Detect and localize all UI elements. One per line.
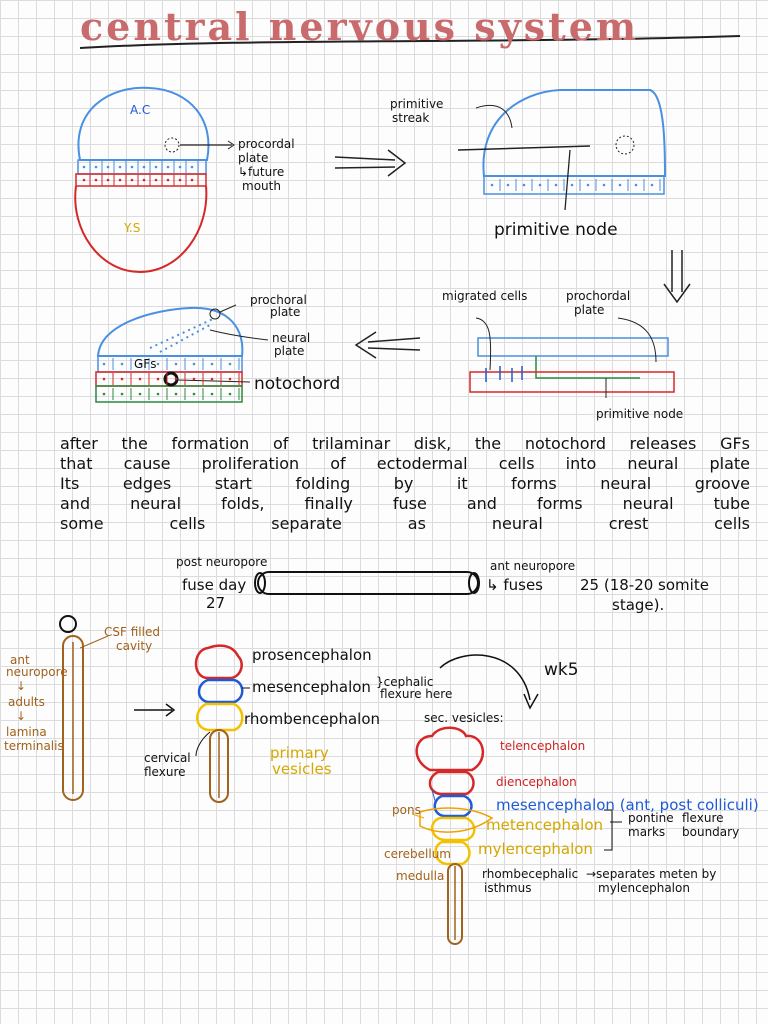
rhombencephalon-label: rhombencephalon [244,710,381,728]
pontine-label-1: pontine [628,811,674,825]
fuse-day-label: fuse day [182,576,247,594]
primitive-node-label: primitive node [494,220,618,240]
neural-plate-label-2: plate [274,344,305,358]
paragraph-line-2: that cause proliferation of ectodermal c… [60,454,750,473]
page-title: central nervous system [80,4,640,49]
paragraph-line-3: Its edges start folding by it forms neur… [60,474,750,493]
csf-label-1: CSF filled [104,625,160,639]
separates-label-2: mylencephalon [598,881,690,895]
secondary-mesencephalon-label: mesencephalon (ant, post colliculi) [496,796,759,814]
prochoral-label-2: plate [270,305,301,319]
post-neuropore-label: post neuropore [176,555,268,569]
primary-vesicles-1: primary [270,744,329,762]
arrow-right-1 [334,149,407,177]
ant-neuropore-side-7: terminalis [4,739,64,753]
cerebellum-label: cerebellum [384,847,451,861]
flexure-label-2: boundary [682,825,740,839]
prochordal-label-1: prochordal [566,289,631,303]
ant-neuropore-label: ant neuropore [490,559,576,573]
wk5-arrow [439,654,539,710]
neural-tube [254,571,480,595]
paragraph-line-5: some cells separate as neural crest cell… [60,514,750,533]
sec-vesicles-label: sec. vesicles: [424,711,504,725]
medulla-label: medulla [396,869,445,883]
arrow-to-vesicles [134,703,176,717]
neural-plate-label-1: neural [272,331,311,345]
paragraph-line-4: and neural folds, finally fuse and forms… [60,494,750,513]
cephalic-flexure-1: }cephalic [376,675,434,689]
ant-neuropore-value: 25 (18-20 somite [580,576,709,594]
arrow-left-1 [354,331,421,359]
brown-tube [59,615,109,801]
fuses-label: ↳ fuses [486,576,543,594]
cervical-flexure-1: cervical [144,751,191,765]
panel3-node-label: primitive node [596,407,684,421]
rhomb-isthmus-2: isthmus [484,881,532,895]
rhomb-isthmus-1: rhombecephalic [482,867,579,881]
primitive-streak-label-1: primitive [390,97,444,111]
primitive-streak-label-2: streak [392,111,430,125]
separates-label-1: →separates meten by [586,867,717,881]
telencephalon-label: telencephalon [500,739,586,753]
procordal-label-4: mouth [242,179,281,193]
migrated-cells-label: migrated cells [442,289,528,303]
paragraph-line-1: after the formation of trilaminar disk, … [60,434,750,453]
panel1-cells [82,161,199,186]
description-paragraph: after the formation of trilaminar disk, … [60,434,750,534]
myelencephalon-label: mylencephalon [478,840,593,858]
panel3-layers [469,317,675,398]
procordal-label-1: procordal [238,137,295,151]
primary-vesicles-2: vesicles [272,760,332,778]
csf-label-2: cavity [116,639,153,653]
mesencephalon-label: mesencephalon [252,678,371,696]
panel4-layers [95,304,269,403]
procordal-label-2: plate [238,151,269,165]
flexure-label-1: flexure [682,811,724,825]
ant-neuropore-side-4: adults [8,695,45,709]
primary-vesicles [194,644,250,803]
notochord-label: notochord [254,374,341,394]
ant-neuropore-side-3: ↓ [16,679,27,693]
ant-neuropore-side-6: lamina [6,725,47,739]
panel2-disk [457,89,691,304]
fuse-day-value: 27 [206,594,226,612]
ant-neuropore-side-2: neuropore [6,665,68,679]
ant-neuropore-side-5: ↓ [16,709,27,723]
amniotic-cavity-label: A.C [130,103,151,117]
cervical-flexure-2: flexure [144,765,186,779]
pontine-label-2: marks [628,825,666,839]
yolk-sac-label: Y.S [124,221,141,235]
cephalic-flexure-2: flexure here [380,687,453,701]
somite-stage-label: stage). [612,596,665,614]
diencephalon-label: diencephalon [496,775,577,789]
wk5-label: wk5 [544,660,579,680]
gfs-label: GFs [134,357,157,371]
ant-neuropore-side-1: ant [10,653,30,667]
procordal-label-3: ↳future [238,165,285,179]
prochoral-label-1: prochoral [250,293,307,307]
metencephalon-label: metencephalon [486,816,604,834]
prochordal-label-2: plate [574,303,605,317]
title-underline [79,35,741,49]
panel1-disk [74,86,235,274]
prosencephalon-label: prosencephalon [252,646,372,664]
pons-label: pons [392,803,421,817]
secondary-vesicles [411,726,622,945]
